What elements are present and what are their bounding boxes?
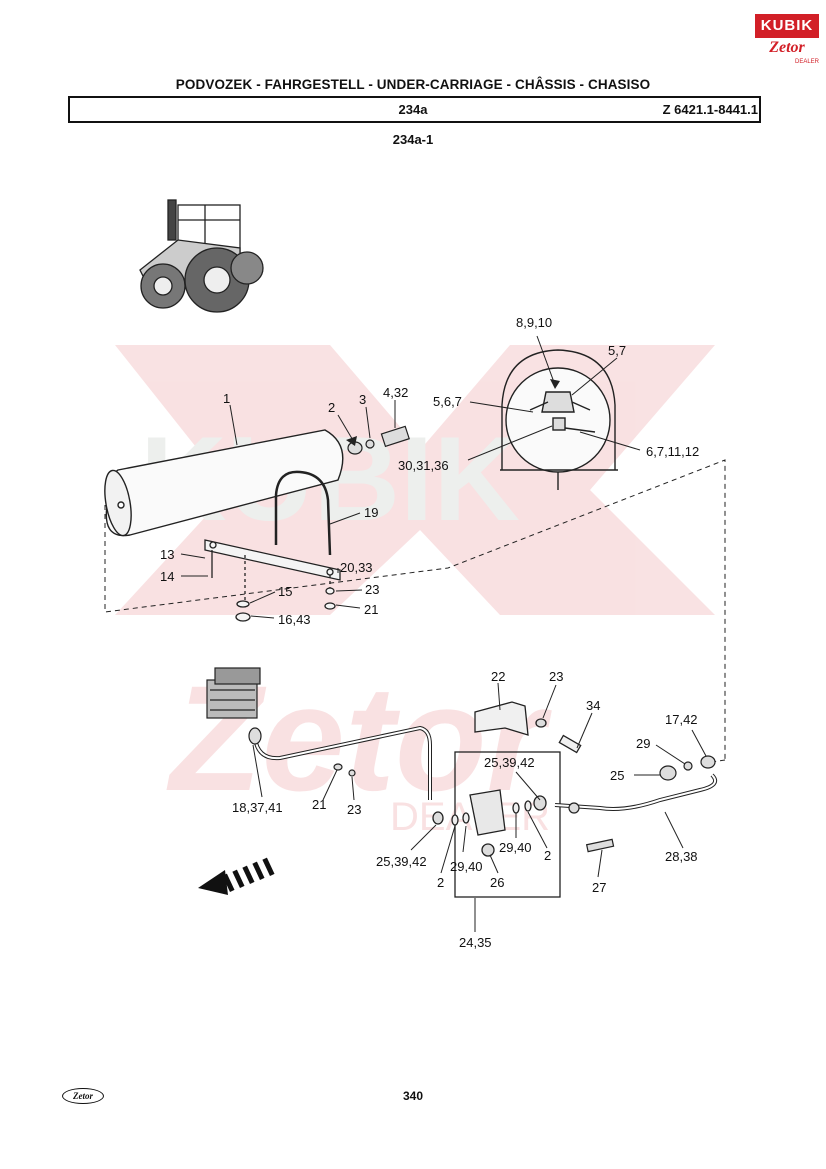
section-number: 234a [398, 102, 428, 117]
air-tank [104, 429, 344, 556]
callout: 19 [364, 505, 378, 520]
callout: 17,42 [665, 712, 698, 727]
air-filter [206, 667, 261, 719]
zetor-logo-text: Zetor [769, 39, 805, 56]
watermark: KUBIK Zetor DEALER [115, 345, 715, 839]
direction-arrow-icon [198, 857, 275, 895]
callout: 27 [592, 880, 606, 895]
support-bracket [204, 539, 341, 622]
callout: 21 [364, 602, 378, 617]
callout: 1 [223, 391, 230, 406]
callout: 20,33 [340, 560, 373, 575]
kubik-logo-text: KUBIK [755, 14, 819, 38]
mounting-plate [474, 701, 582, 754]
callout: 29,40 [450, 859, 483, 874]
arrow-heads [346, 379, 560, 446]
callout: 14 [160, 569, 174, 584]
callout: 5,6,7 [433, 394, 462, 409]
callout: 25 [610, 768, 624, 783]
tank-strap-detail [500, 349, 618, 490]
callout-labels: 1 2 3 4,32 8,9,10 5,7 5,6,7 30,31,36 6,7… [160, 315, 699, 950]
callout: 8,9,10 [516, 315, 552, 330]
callout: 26 [490, 875, 504, 890]
zetor-footer-logo: Zetor [62, 1088, 104, 1104]
page-number: 340 [402, 1089, 424, 1103]
callout: 30,31,36 [398, 458, 449, 473]
tractor-illustration [139, 199, 264, 313]
callout: 23 [347, 802, 361, 817]
callout: 29,40 [499, 840, 532, 855]
section-header-box [68, 96, 761, 123]
sub-figure-number: 234a-1 [392, 132, 434, 147]
callout: 2 [544, 848, 551, 863]
tank-fittings [347, 425, 410, 455]
pipe-fittings [248, 727, 716, 853]
callout: 23 [365, 582, 379, 597]
page-title: PODVOZEK - FAHRGESTELL - UNDER-CARRIAGE … [175, 77, 651, 92]
callout: 25,39,42 [376, 854, 427, 869]
leader-lines [180, 335, 707, 932]
watermark-dealer: DEALER [390, 795, 550, 839]
callout: 22 [491, 669, 505, 684]
callout: 4,32 [383, 385, 408, 400]
pipes-inner [254, 726, 716, 810]
callout: 18,37,41 [232, 800, 283, 815]
callout: 13 [160, 547, 174, 562]
callout: 15 [278, 584, 292, 599]
callout: 2 [328, 400, 335, 415]
callout: 6,7,11,12 [646, 444, 699, 459]
callout: 23 [549, 669, 563, 684]
regulator-assembly [432, 751, 561, 898]
kubik-zetor-logo: KUBIK Zetor DEALER [755, 14, 819, 66]
callout: 24,35 [459, 935, 492, 950]
callout: 3 [359, 392, 366, 407]
callout: 16,43 [278, 612, 311, 627]
model-range: Z 6421.1-8441.1 [662, 102, 758, 117]
dealer-logo-text: DEALER [794, 59, 819, 65]
callout: 29 [636, 736, 650, 751]
callout: 34 [586, 698, 600, 713]
callout: 5,7 [608, 343, 626, 358]
callout: 21 [312, 797, 326, 812]
callout: 25,39,42 [484, 755, 535, 770]
callout: 28,38 [665, 849, 698, 864]
callout: 2 [437, 875, 444, 890]
